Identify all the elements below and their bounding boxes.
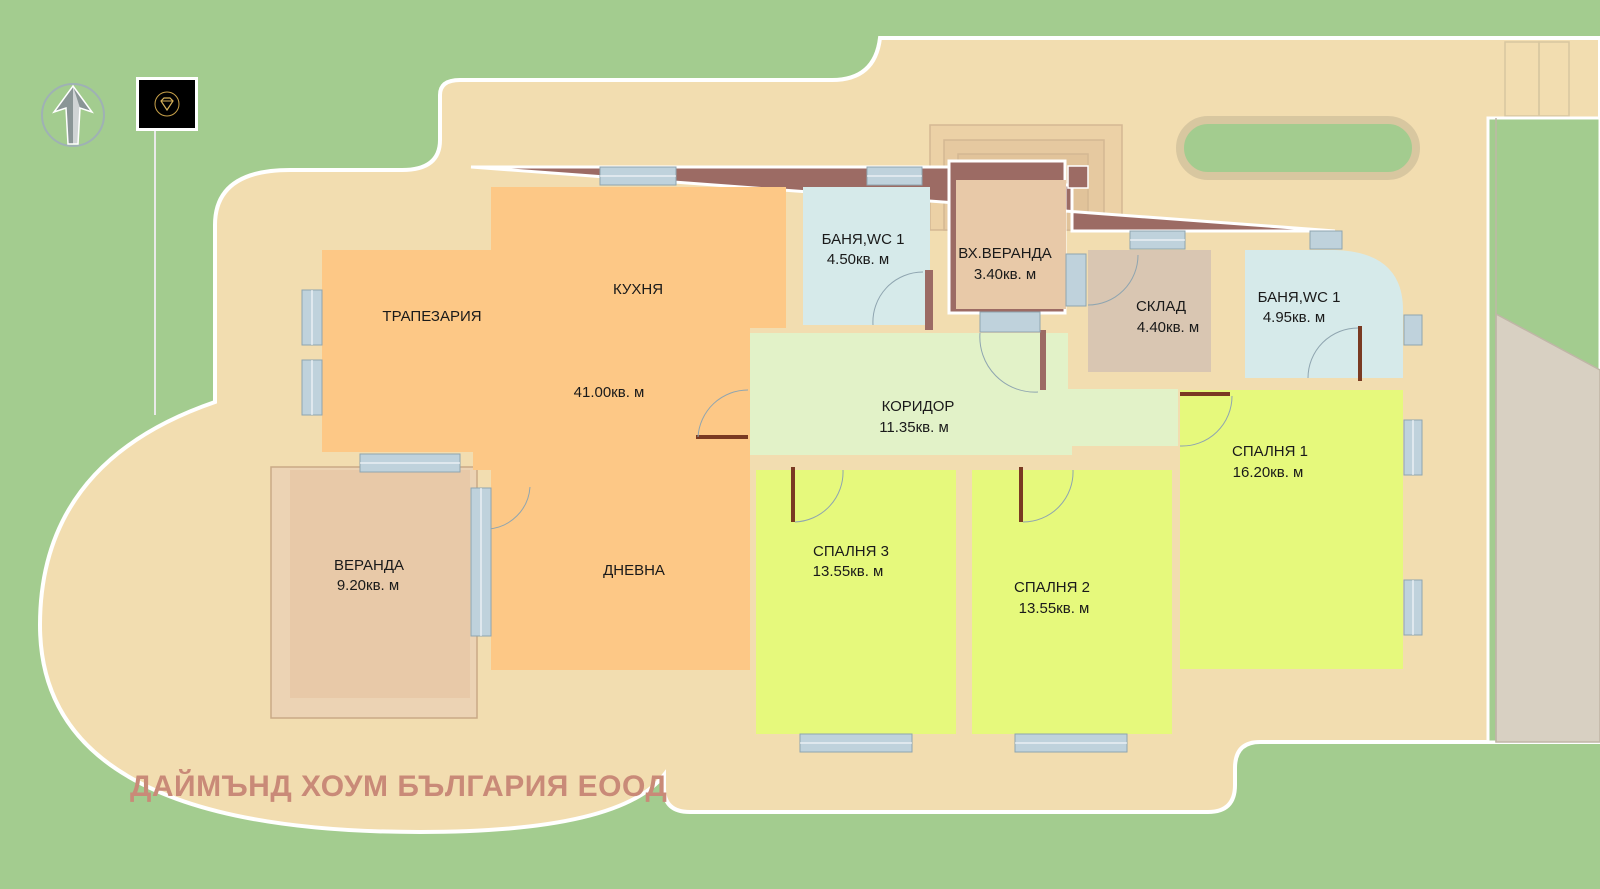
- area-bath-2: 4.95кв. м: [1263, 309, 1325, 326]
- area-entrance-veranda: 3.40кв. м: [974, 266, 1036, 283]
- room-bath-2: [1245, 250, 1403, 378]
- boundary-strip: [1538, 41, 1570, 117]
- room-living-kitchen: [322, 187, 786, 670]
- window-glass-lines: [311, 175, 1414, 744]
- room-veranda: [290, 470, 470, 698]
- door-leaf: [1358, 326, 1362, 381]
- room-bedroom-2: [972, 470, 1172, 734]
- label-living: ДНЕВНА: [603, 562, 665, 579]
- label-dining: ТРАПЕЗАРИЯ: [382, 308, 481, 325]
- room-entrance-veranda: [956, 180, 1066, 309]
- company-logo: [136, 77, 198, 131]
- area-bath-1: 4.50кв. м: [827, 251, 889, 268]
- room-bedroom-1: [1180, 390, 1403, 669]
- label-bedroom-3: СПАЛНЯ 3: [813, 543, 889, 560]
- label-bedroom-2: СПАЛНЯ 2: [1014, 579, 1090, 596]
- label-veranda: ВЕРАНДА: [334, 557, 404, 574]
- label-bath-2: БАНЯ,WC 1: [1258, 289, 1341, 306]
- room-corridor: [750, 333, 1178, 455]
- door-leaf: [696, 435, 748, 439]
- door-leaf: [1019, 467, 1023, 522]
- interior-wall: [1040, 330, 1046, 390]
- flower-bed: [1176, 116, 1420, 180]
- area-bedroom-2: 13.55кв. м: [1019, 600, 1090, 617]
- diamond-icon: [154, 91, 180, 117]
- area-storage: 4.40кв. м: [1137, 319, 1199, 336]
- area-bedroom-3: 13.55кв. м: [813, 563, 884, 580]
- label-kitchen: КУХНЯ: [613, 281, 663, 298]
- room-bedroom-3: [756, 470, 956, 734]
- label-entrance-veranda: ВХ.ВЕРАНДА: [958, 245, 1052, 262]
- driveway-ramp: [1495, 312, 1600, 743]
- label-storage: СКЛАД: [1136, 298, 1186, 315]
- area-corridor: 11.35кв. м: [879, 419, 949, 436]
- label-corridor: КОРИДОР: [882, 398, 955, 415]
- room-bath-1: [803, 187, 930, 325]
- label-bedroom-1: СПАЛНЯ 1: [1232, 443, 1308, 460]
- label-bath-1: БАНЯ,WC 1: [822, 231, 905, 248]
- north-arrow-icon: [41, 83, 105, 147]
- room-storage: [1088, 250, 1211, 372]
- door-leaf: [791, 467, 795, 522]
- interior-wall: [925, 270, 933, 330]
- area-bedroom-1: 16.20кв. м: [1233, 464, 1304, 481]
- area-veranda: 9.20кв. м: [337, 577, 399, 594]
- door-swings: [487, 254, 1359, 530]
- company-watermark: ДАЙМЪНД ХОУМ БЪЛГАРИЯ ЕООД: [130, 770, 668, 803]
- door-leaf: [1180, 392, 1230, 396]
- pillar: [1067, 165, 1089, 189]
- area-kitchen: 41.00кв. м: [574, 384, 645, 401]
